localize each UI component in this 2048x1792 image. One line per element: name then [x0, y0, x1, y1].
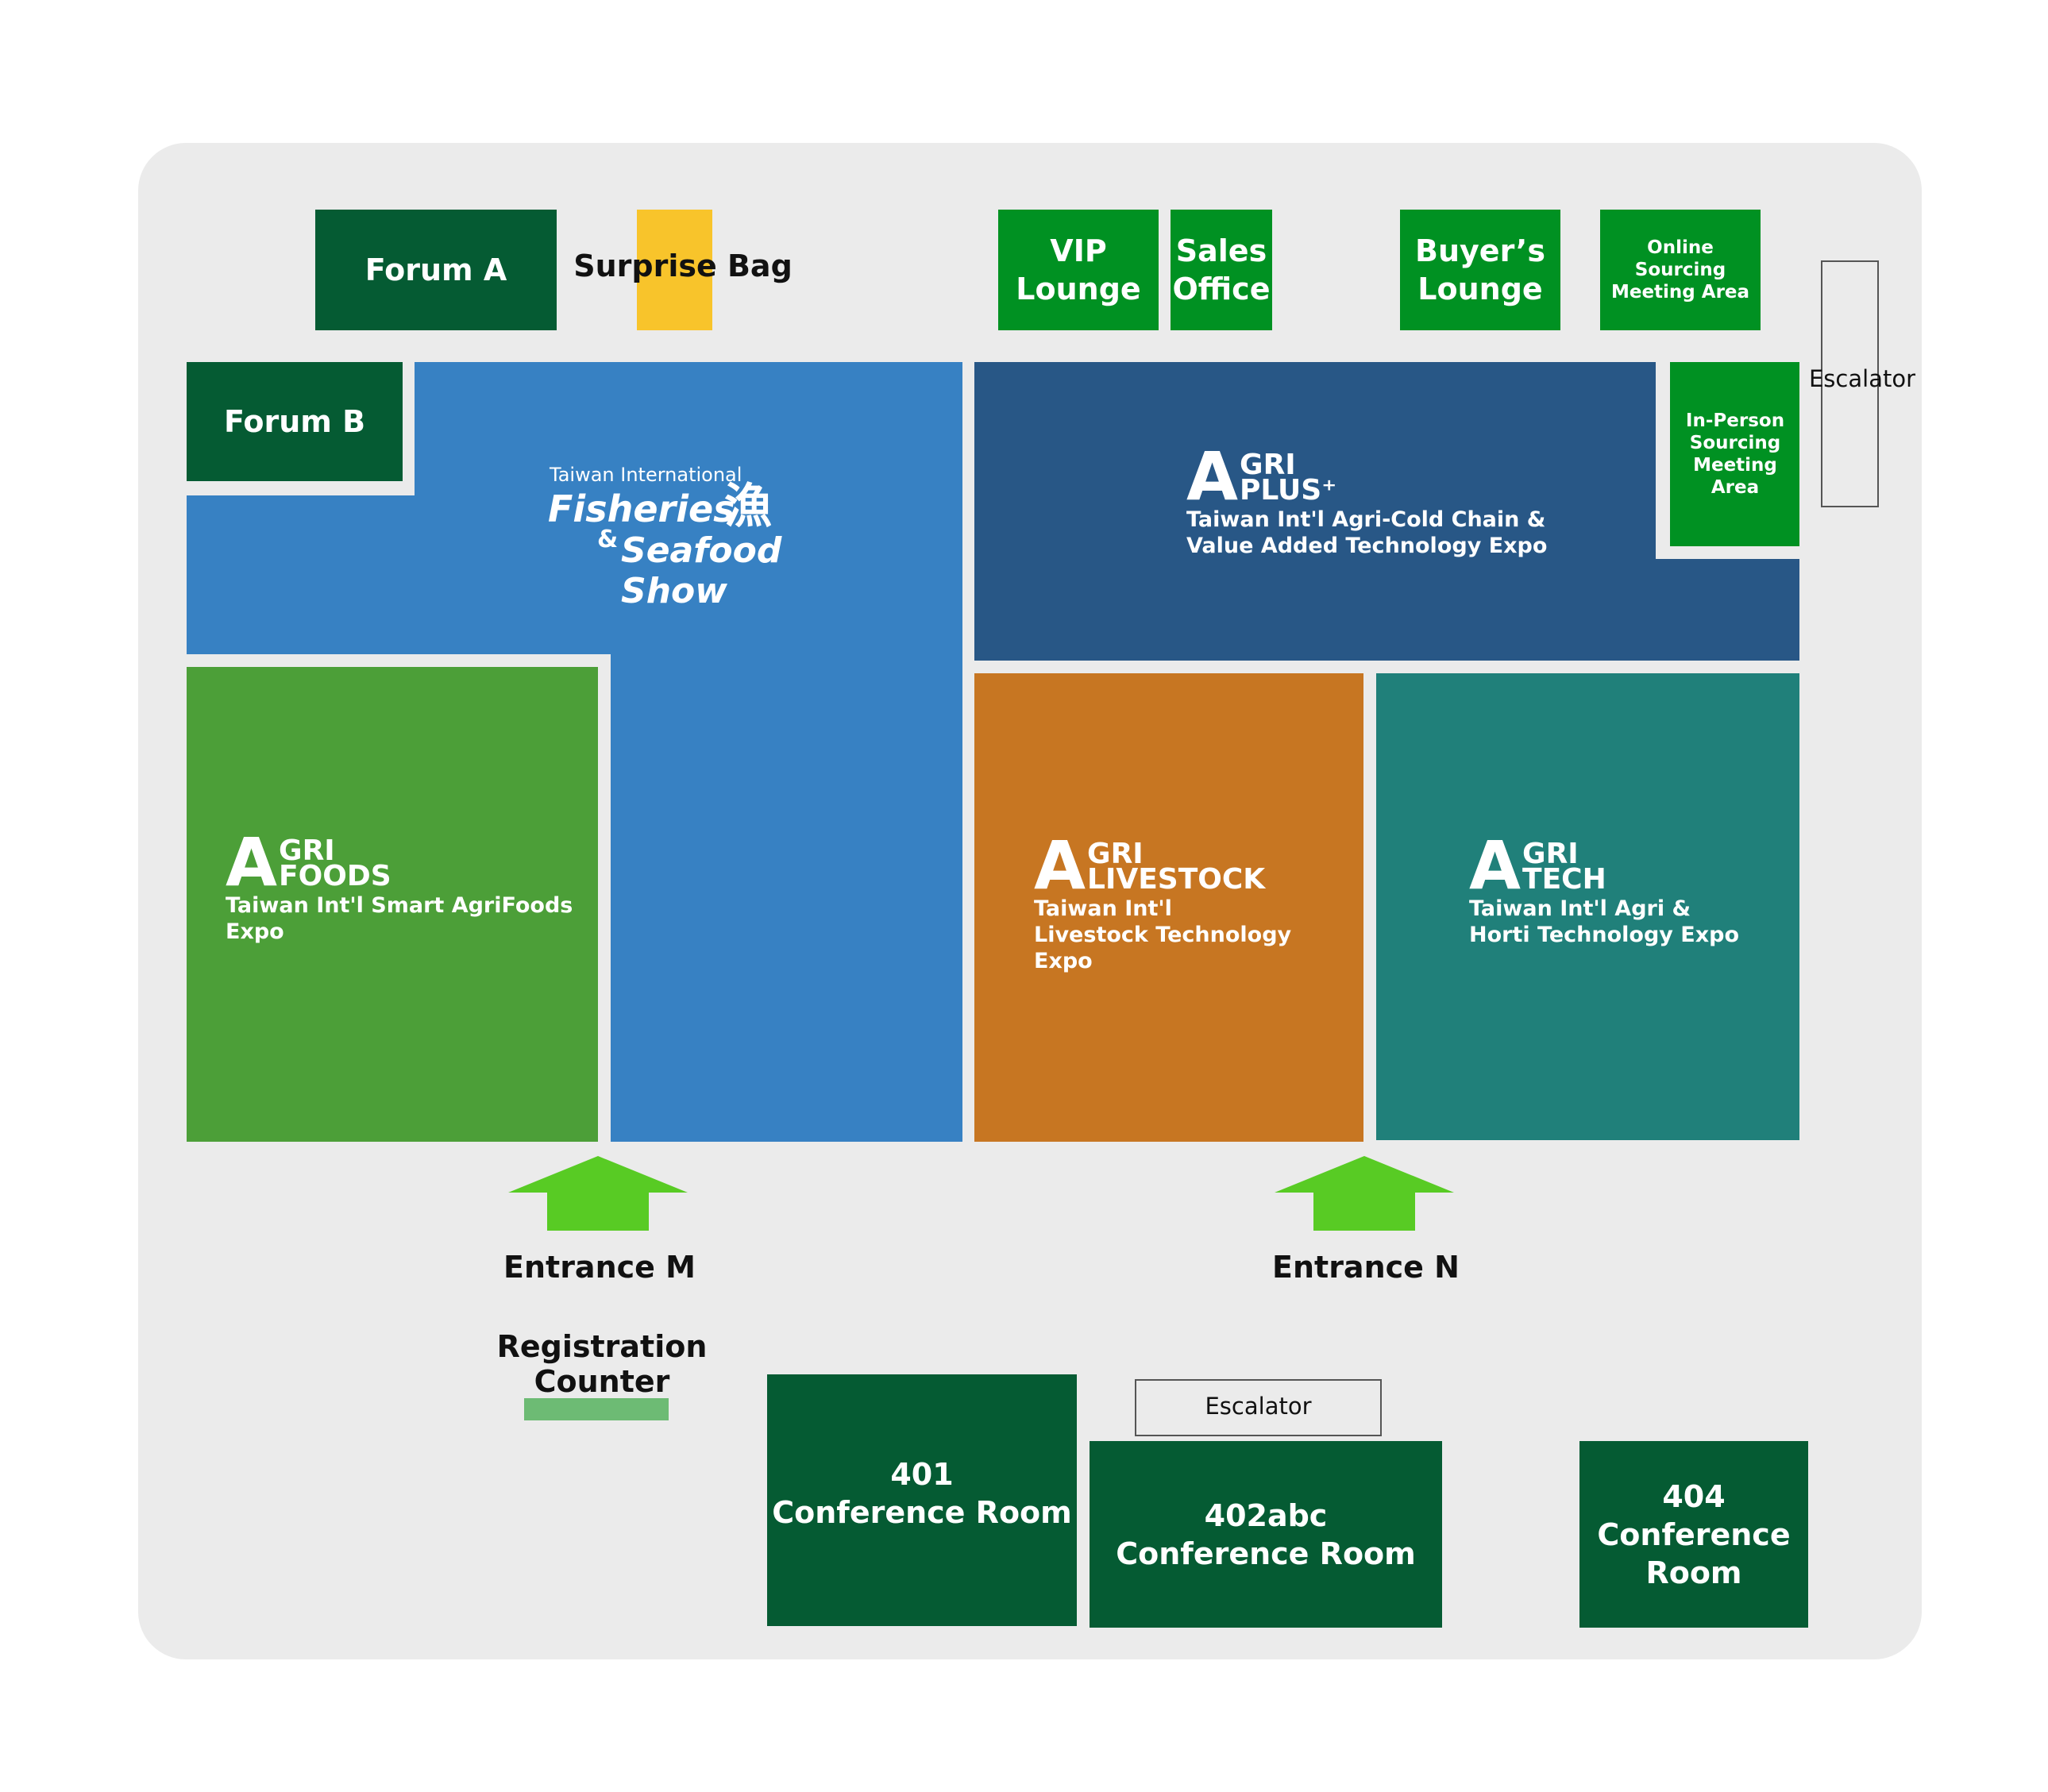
agrifoods-logo-gri: GRI	[279, 834, 335, 867]
agriplus-desc: Taiwan Int'l Agri-Cold Chain & Value Add…	[1186, 507, 1548, 558]
fisheries-hall-bottom[interactable]	[611, 654, 962, 1142]
agritech-desc: Taiwan Int'l Agri & Horti Technology Exp…	[1469, 896, 1740, 947]
agritech-hall[interactable]	[1376, 673, 1799, 1140]
livestock-hall[interactable]	[974, 673, 1363, 1142]
agrifoods-hall[interactable]	[187, 667, 598, 1142]
livestock-desc: Taiwan Int'l Livestock Technology Expo	[1034, 896, 1292, 973]
escalator-top	[1821, 260, 1879, 507]
registration-label: Registration Counter	[496, 1329, 708, 1399]
vip-lounge-label: VIP Lounge	[1016, 233, 1141, 306]
agrifoods-logo-a: A	[226, 823, 278, 901]
fisheries-line2: Seafood Show	[621, 530, 782, 611]
registration-counter[interactable]	[524, 1398, 669, 1420]
buyers-lounge-room[interactable]	[1400, 210, 1560, 330]
room-402abc[interactable]	[1090, 1441, 1442, 1628]
room-402abc-label: 402abc Conference Room	[1116, 1497, 1416, 1571]
sales-office-room[interactable]	[1171, 210, 1272, 330]
room-404[interactable]	[1579, 1441, 1808, 1628]
vip-lounge-room[interactable]	[998, 210, 1159, 330]
fisheries-amp: &	[597, 526, 619, 553]
forum-a-room[interactable]	[315, 210, 557, 330]
escalator-top-label: Escalator	[1808, 365, 1915, 392]
room-401-label: 401 Conference Room	[772, 1457, 1072, 1530]
fisheries-hall-mid[interactable]	[187, 495, 962, 654]
sales-office-label: Sales Office	[1172, 233, 1271, 306]
fisheries-logo: Taiwan International Fisheries 漁 & Seafo…	[548, 464, 881, 611]
online-sourcing-label: Online Sourcing Meeting Area	[1610, 237, 1750, 303]
room-404-label: 404 Conference Room	[1597, 1478, 1791, 1590]
fisheries-glyph-icon: 漁	[724, 479, 772, 534]
forum-b-label: Forum B	[223, 404, 366, 439]
escalator-bottom-label: Escalator	[1205, 1393, 1312, 1420]
agriplus-logo-gri: GRI	[1240, 449, 1296, 481]
fisheries-hall-top[interactable]	[415, 362, 962, 495]
agriplus-logo-plus: PLUS⁺	[1240, 474, 1337, 507]
agritech-logo-tech: TECH	[1522, 863, 1606, 896]
surprise-bag-label: Surprise Bag	[573, 249, 793, 283]
entrance-m-label: Entrance M	[503, 1250, 696, 1285]
agriplus-logo-a: A	[1186, 437, 1239, 515]
agritech-logo-a: A	[1469, 827, 1522, 904]
entrance-n-arrow-icon	[1275, 1156, 1454, 1231]
buyers-lounge-label: Buyer’s Lounge	[1415, 233, 1545, 306]
in-person-sourcing-area[interactable]	[1670, 362, 1799, 546]
forum-a-label: Forum A	[364, 252, 507, 287]
agritech-logo-gri: GRI	[1522, 838, 1579, 870]
entrance-n-label: Entrance N	[1272, 1250, 1460, 1285]
fisheries-top-text: Taiwan International	[550, 464, 742, 486]
forum-b-room[interactable]	[187, 362, 403, 481]
online-sourcing-area[interactable]	[1600, 210, 1761, 330]
room-401[interactable]	[767, 1374, 1077, 1626]
agriplus-hall-top[interactable]	[974, 362, 1656, 559]
entrance-m-arrow-icon	[508, 1156, 688, 1231]
livestock-logo-livestock: LIVESTOCK	[1087, 863, 1266, 896]
agrifoods-desc: Taiwan Int'l Smart AgriFoods Expo	[226, 893, 573, 944]
livestock-logo-gri: GRI	[1087, 838, 1144, 870]
agrifoods-logo-foods: FOODS	[279, 860, 391, 892]
in-person-sourcing-label: In-Person Sourcing Meeting Area	[1685, 410, 1785, 498]
surprise-bag-area[interactable]	[637, 210, 712, 330]
escalator-bottom	[1135, 1379, 1382, 1436]
fisheries-line1: Fisheries	[548, 488, 735, 530]
agriplus-hall-bottom[interactable]	[974, 559, 1799, 661]
livestock-logo-a: A	[1034, 827, 1086, 904]
